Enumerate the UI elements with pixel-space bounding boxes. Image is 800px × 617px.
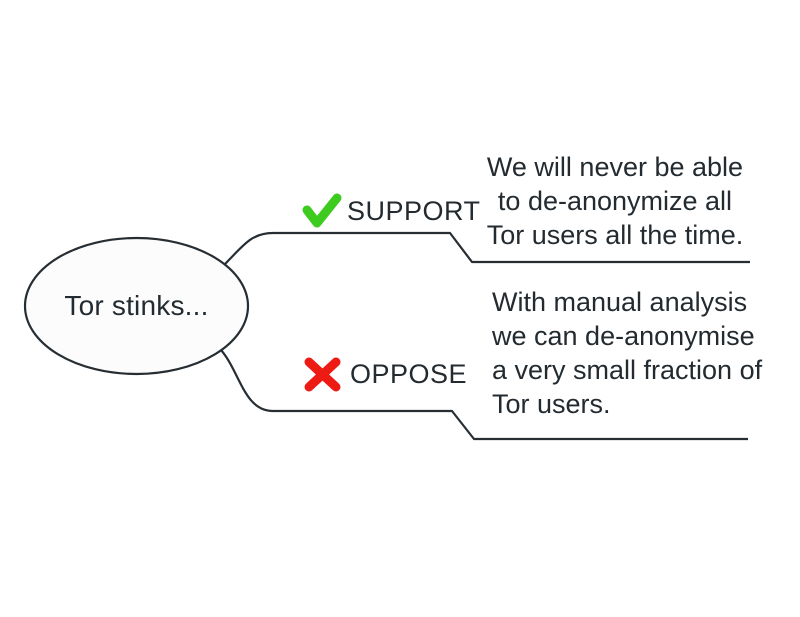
text-line: We will never be able: [486, 152, 744, 182]
text-line: we can de-anonymise: [492, 321, 755, 351]
cross-icon: [304, 357, 341, 392]
oppose-branch-connector: [220, 349, 748, 441]
root-node-label: Tor stinks...: [64, 290, 209, 321]
support-branch-connector: [224, 231, 750, 265]
check-icon: [302, 193, 342, 228]
text-line: Tor users.: [492, 389, 611, 419]
oppose-argument-text: With manual analysis we can de-anonymise…: [492, 285, 762, 421]
support-label: SUPPORT: [347, 196, 481, 226]
oppose-label: OPPOSE: [350, 359, 468, 389]
text-line: a very small fraction of: [492, 355, 763, 385]
text-line: With manual analysis: [492, 287, 748, 317]
text-line: Tor users all the time.: [486, 220, 744, 250]
root-node-shape: [23, 236, 250, 376]
text-line: to de-anonymize all: [497, 186, 733, 216]
support-argument-text: We will never be able to de-anonymize al…: [450, 150, 780, 252]
